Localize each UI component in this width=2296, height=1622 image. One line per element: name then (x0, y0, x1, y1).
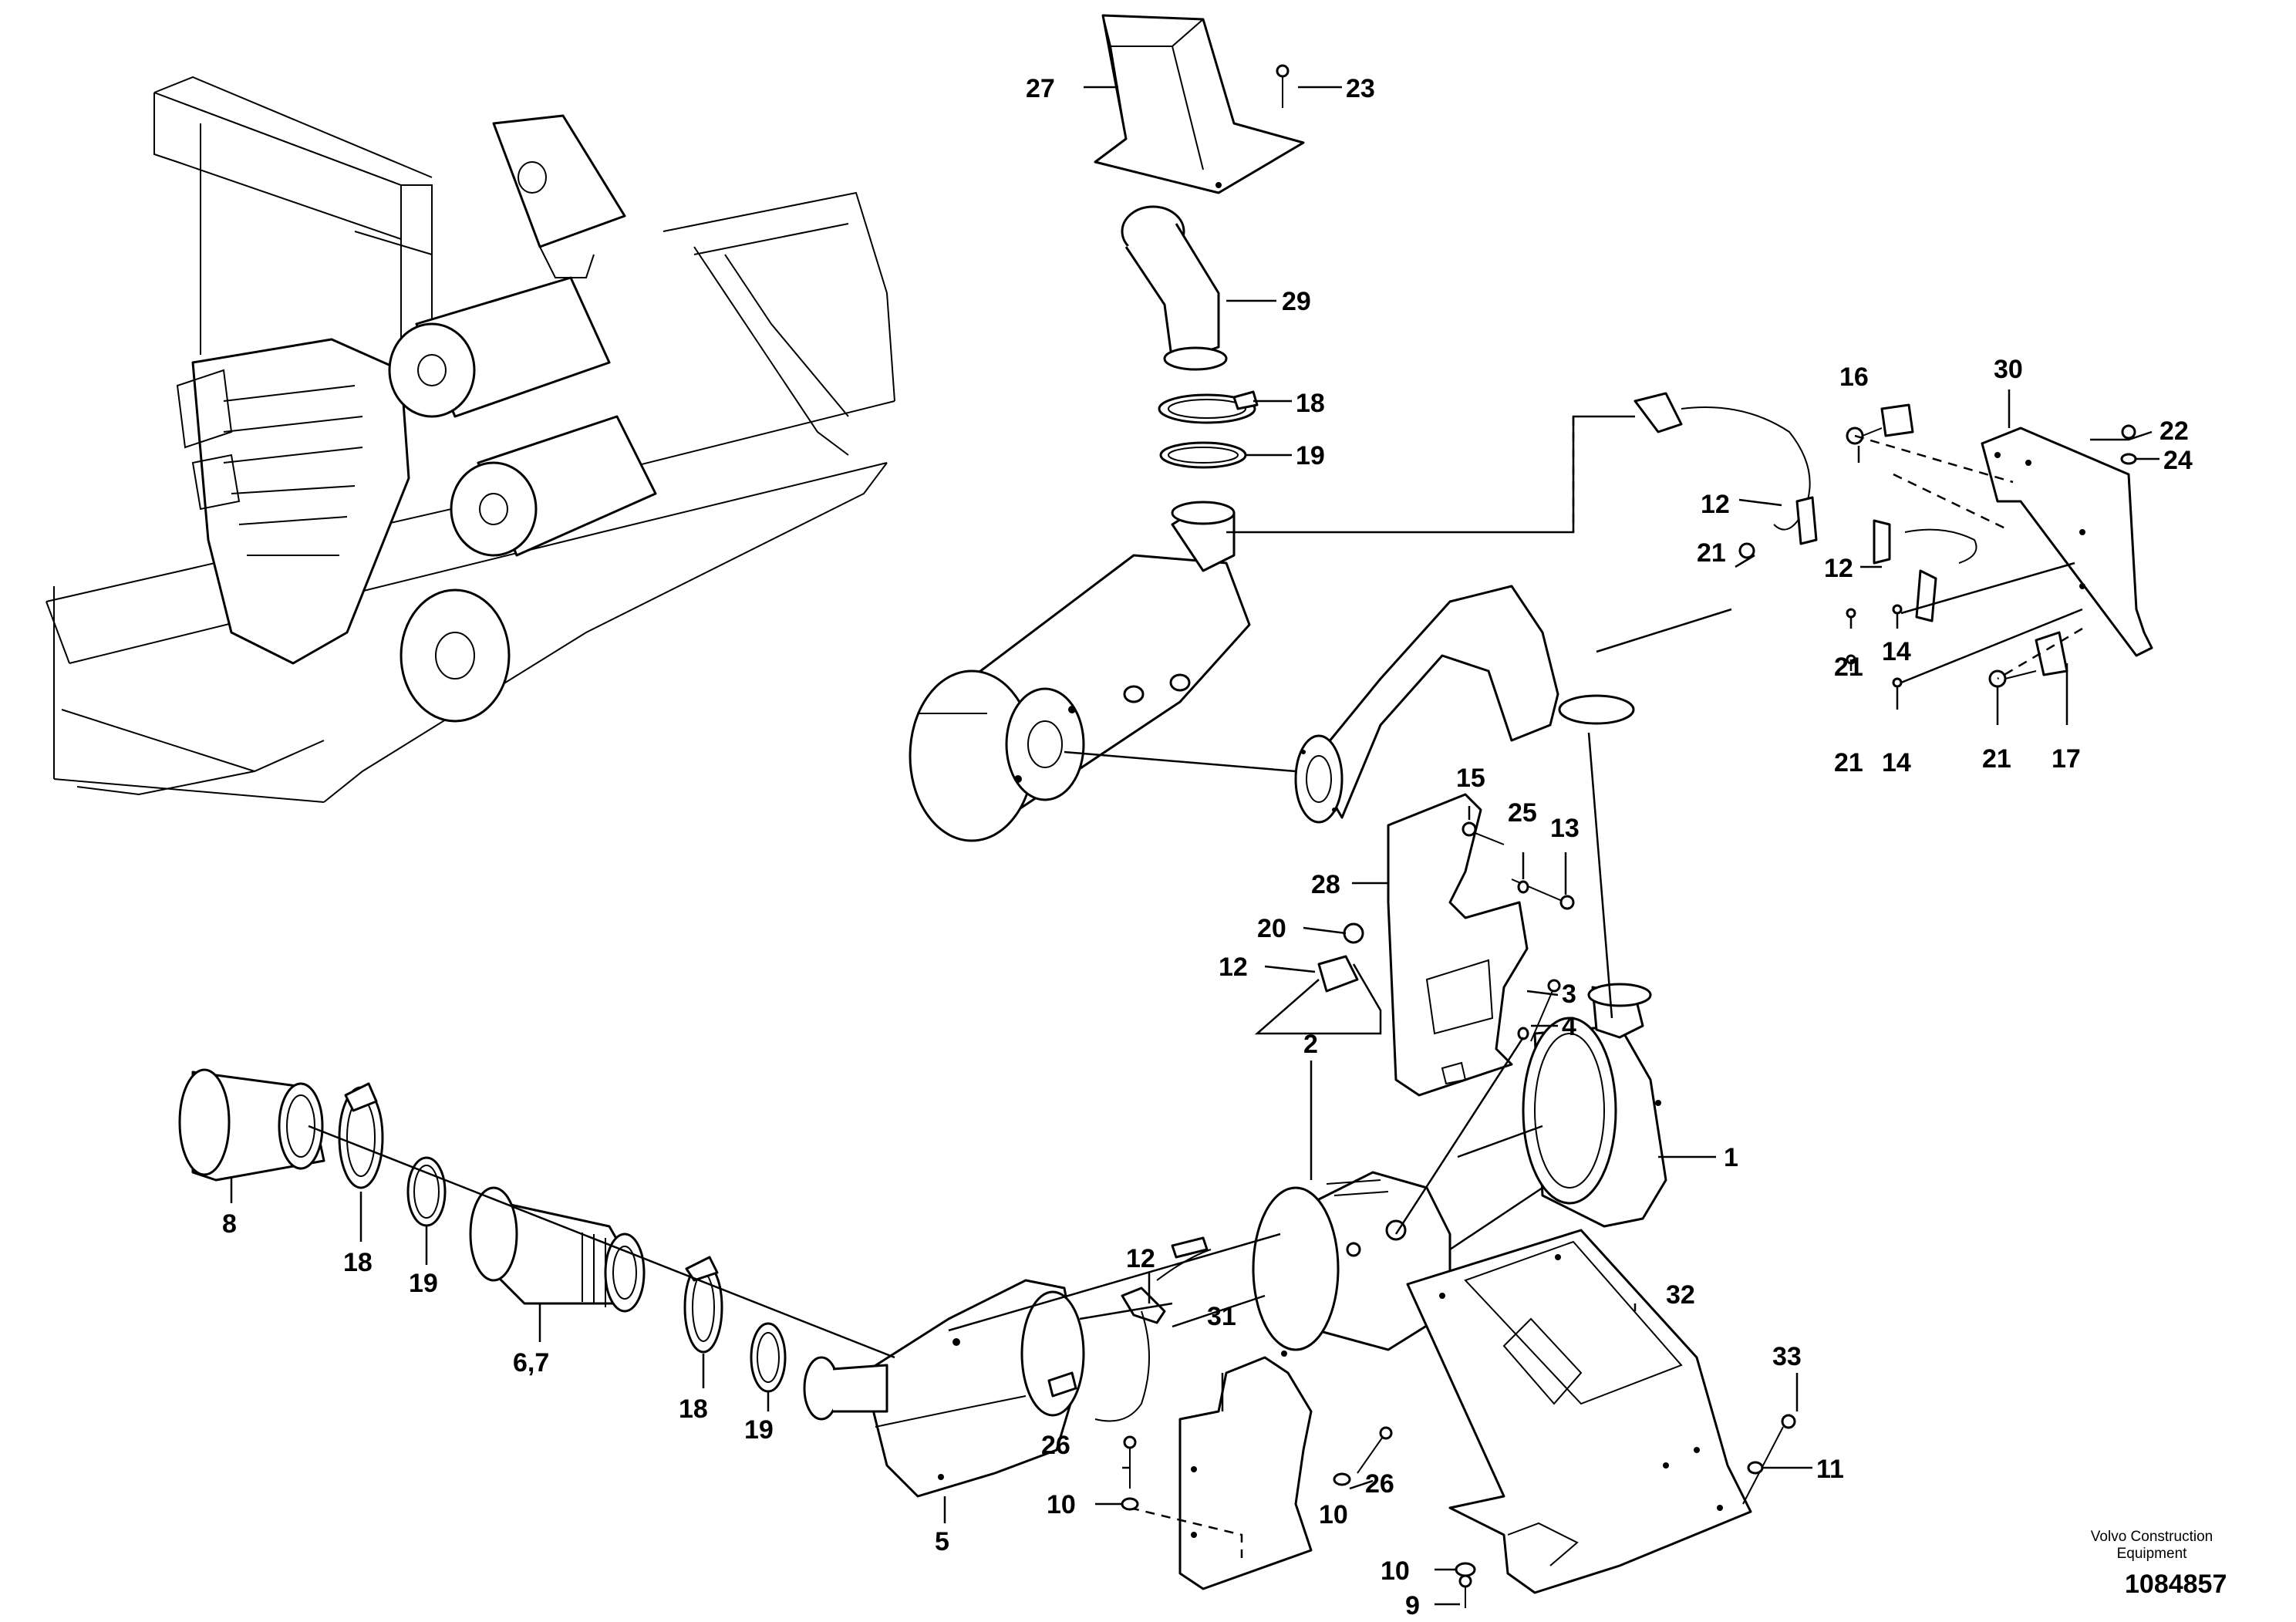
callout-33: 33 (1772, 1342, 1802, 1371)
callout-18: 18 (1296, 389, 1325, 418)
footer-credit: Volvo Construction Equipment 1084857 (2091, 1529, 2227, 1599)
callout-21: 21 (1697, 538, 1726, 568)
callout-27: 27 (1026, 74, 1055, 103)
callout-12: 12 (1126, 1244, 1155, 1273)
callout-32: 32 (1666, 1280, 1695, 1310)
callout-19: 19 (1296, 441, 1325, 470)
callout-12: 12 (1701, 490, 1730, 519)
callout-11: 11 (1816, 1455, 1844, 1484)
callout-10: 10 (1381, 1556, 1410, 1586)
callout-12: 12 (1824, 554, 1853, 583)
callout-21: 21 (1834, 748, 1863, 777)
callout-26: 26 (1365, 1469, 1394, 1499)
manufacturer-credit-line2: Equipment (2117, 1546, 2188, 1562)
callout-31: 31 (1207, 1302, 1236, 1331)
callout-20: 20 (1257, 914, 1286, 943)
callout-29: 29 (1282, 287, 1311, 316)
callout-14: 14 (1882, 748, 1911, 777)
callout-19: 19 (409, 1269, 438, 1298)
bracket-31 (1121, 1351, 1393, 1590)
callout-12: 12 (1219, 953, 1248, 982)
callout-30: 30 (1994, 355, 2023, 384)
callout-22: 22 (2159, 416, 2189, 446)
bracket-32 (1406, 1229, 1796, 1608)
callout-18: 18 (679, 1394, 708, 1424)
callout-labels: 27 23 29 18 19 16 30 22 24 12 21 12 21 1… (222, 74, 2193, 1620)
callout-25: 25 (1508, 798, 1537, 828)
callout-28: 28 (1311, 870, 1340, 899)
callout-16: 16 (1839, 363, 1869, 392)
callout-10: 10 (1047, 1490, 1076, 1519)
callout-6-7: 6,7 (513, 1348, 549, 1378)
sensor-bracket-assembly (1633, 392, 2153, 688)
callout-5: 5 (935, 1527, 949, 1556)
callout-17: 17 (2052, 744, 2081, 774)
callout-4: 4 (1562, 1012, 1576, 1041)
callout-13: 13 (1550, 814, 1580, 843)
manufacturer-credit-line1: Volvo Construction (2091, 1529, 2213, 1545)
callout-23: 23 (1346, 74, 1375, 103)
callout-3: 3 (1562, 980, 1576, 1009)
callout-21: 21 (1834, 653, 1863, 682)
callout-8: 8 (222, 1209, 237, 1239)
callout-21: 21 (1982, 744, 2011, 774)
dpf-pipe-assembly (178, 983, 1667, 1498)
callout-19: 19 (744, 1415, 774, 1445)
callout-26: 26 (1041, 1431, 1070, 1460)
callout-18: 18 (343, 1248, 373, 1277)
leader-lines (230, 86, 2159, 1606)
muffler-assembly (909, 501, 1635, 842)
callout-10: 10 (1319, 1500, 1348, 1529)
callout-1: 1 (1724, 1143, 1738, 1172)
callout-2: 2 (1303, 1030, 1318, 1059)
callout-9: 9 (1405, 1591, 1420, 1620)
callout-14: 14 (1882, 637, 1911, 666)
exhaust-stack-assembly (1094, 14, 1305, 469)
heat-shield-bracket (1317, 793, 1575, 1097)
machine-overview-illustration (46, 76, 895, 803)
callout-15: 15 (1456, 764, 1485, 793)
callout-24: 24 (2163, 446, 2193, 475)
document-number: 1084857 (2125, 1570, 2227, 1599)
